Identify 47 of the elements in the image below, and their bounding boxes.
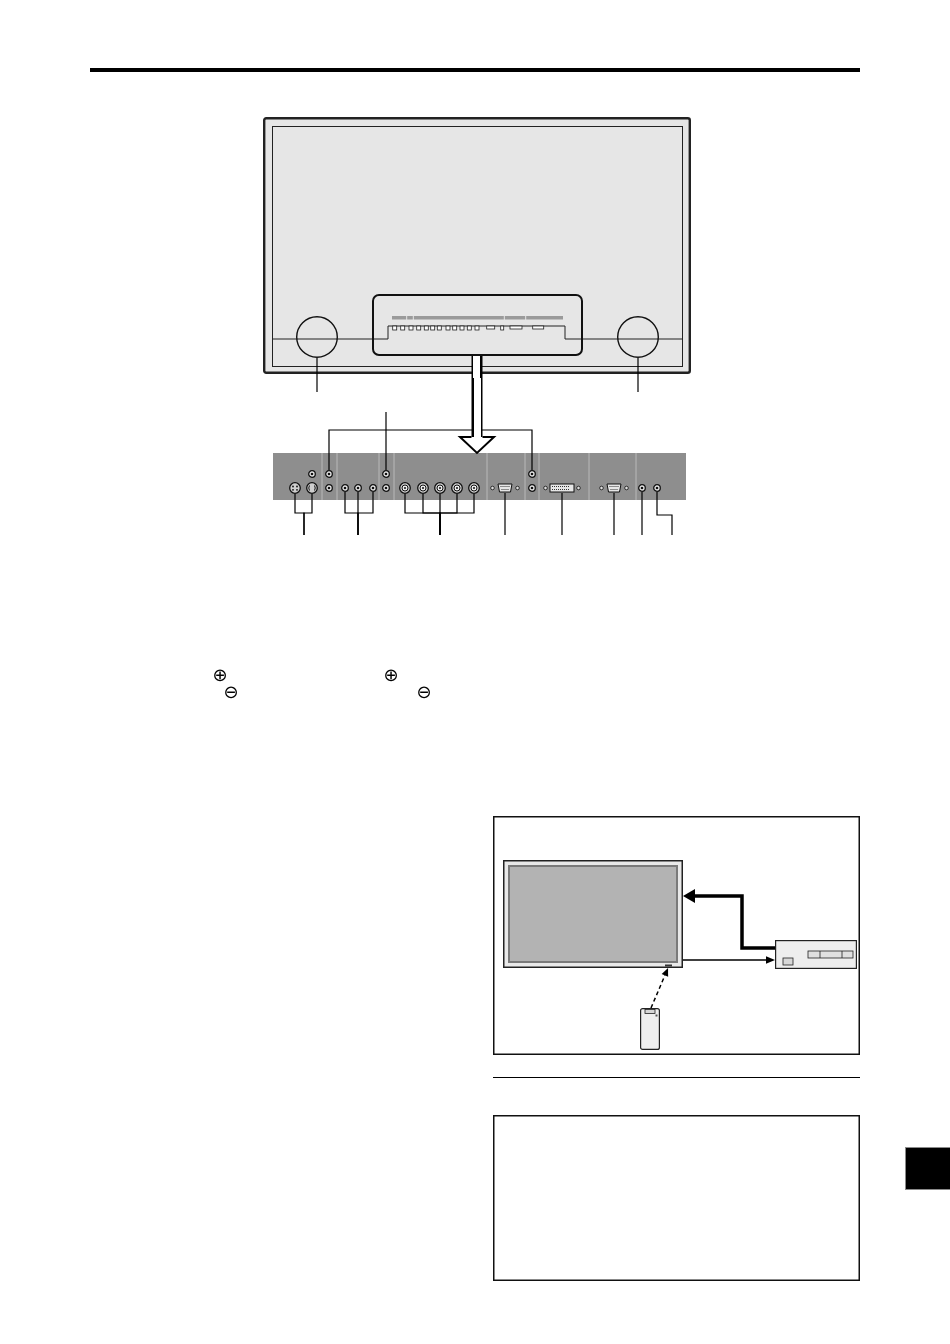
round-connector-icon — [451, 482, 463, 494]
d-sub-connector-icon — [599, 483, 629, 493]
polarity-symbol: ⊖ — [416, 683, 432, 701]
remote-control-drawing — [640, 1008, 660, 1050]
terminal-panel — [273, 453, 686, 500]
thick-arrow — [683, 889, 775, 950]
av-device-drawing — [775, 940, 857, 969]
round-connector-icon — [417, 482, 429, 494]
round-jack-icon — [382, 470, 390, 478]
terminal-area-highlight — [372, 294, 583, 356]
round-connector-icon — [468, 482, 480, 494]
leader-line — [385, 411, 387, 471]
d-sub-connector-icon — [490, 483, 520, 493]
leader-line — [641, 491, 643, 536]
leader-line — [561, 492, 563, 536]
display-rear-drawing — [263, 117, 691, 374]
leader-line — [316, 357, 318, 393]
polarity-symbol: ⊖ — [223, 683, 239, 701]
highlight-circle — [617, 316, 659, 358]
leader-line — [504, 492, 506, 536]
round-connector-icon — [289, 482, 301, 494]
polarity-symbol: ⊕ — [383, 666, 399, 684]
round-jack-icon — [325, 470, 333, 478]
round-jack-icon — [528, 470, 536, 478]
round-jack-icon — [341, 484, 349, 492]
figure-frame — [493, 816, 860, 1055]
round-connector-icon — [306, 482, 318, 494]
dashed-arrow — [650, 968, 669, 1009]
leader-line — [357, 491, 374, 536]
rectangular-connector-icon — [543, 483, 581, 493]
round-jack-icon — [354, 484, 362, 492]
round-connector-icon — [434, 482, 446, 494]
leader-line — [613, 492, 615, 536]
highlight-circle — [296, 316, 338, 358]
round-jack-icon — [638, 484, 646, 492]
note-box — [493, 1115, 860, 1281]
round-connector-icon — [399, 482, 411, 494]
leader-line — [656, 491, 673, 536]
leader-line — [637, 357, 639, 393]
round-jack-icon — [369, 484, 377, 492]
connector-line — [328, 429, 533, 471]
arrow — [682, 956, 775, 964]
leader-line — [439, 493, 475, 536]
round-jack-icon — [653, 484, 661, 492]
display-front-drawing — [503, 860, 683, 968]
polarity-symbol: ⊕ — [212, 666, 228, 684]
leader-line — [303, 493, 313, 536]
